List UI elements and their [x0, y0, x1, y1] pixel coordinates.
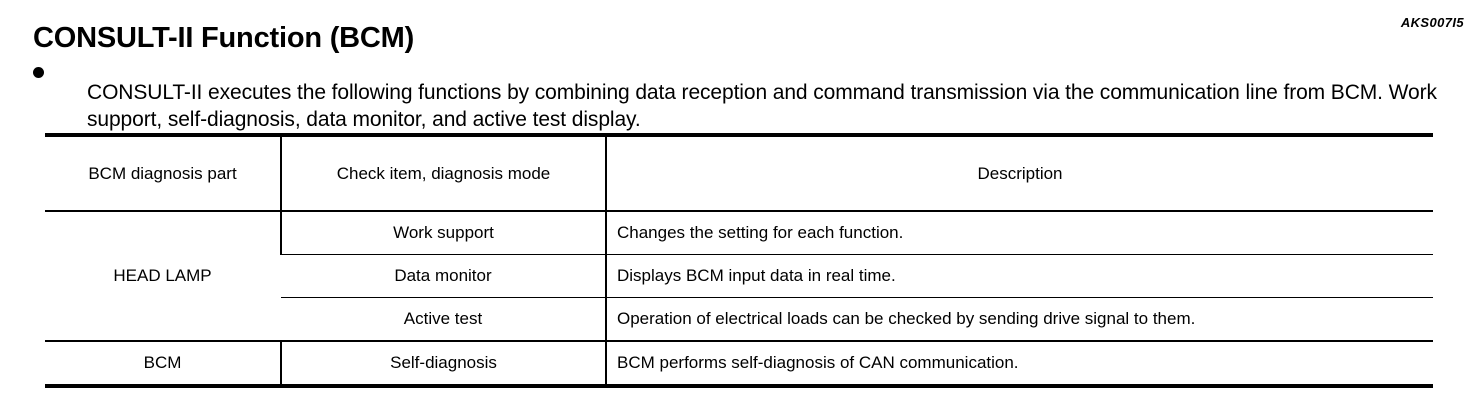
- cell-part-head-lamp: HEAD LAMP: [45, 210, 281, 341]
- intro-paragraph: CONSULT-II executes the following functi…: [87, 81, 1437, 131]
- table-row: BCM Self-diagnosis BCM performs self-dia…: [45, 340, 1433, 388]
- cell-description-data-monitor: Displays BCM input data in real time.: [605, 254, 1433, 298]
- cell-description-work-support: Changes the setting for each function.: [605, 210, 1433, 255]
- bullet-point-icon: [33, 67, 44, 78]
- cell-part-bcm: BCM: [45, 340, 281, 388]
- cell-description-active-test: Operation of electrical loads can be che…: [605, 297, 1433, 341]
- table-row: Data monitor Displays BCM input data in …: [45, 254, 1433, 298]
- column-header-description: Description: [605, 133, 1433, 212]
- column-header-bcm-diagnosis-part: BCM diagnosis part: [45, 133, 281, 212]
- intro-bullet-block: CONSULT-II executes the following functi…: [30, 58, 1450, 154]
- cell-description-self-diagnosis: BCM performs self-diagnosis of CAN commu…: [605, 340, 1433, 388]
- cell-mode-data-monitor: Data monitor: [281, 254, 606, 298]
- document-reference-code: AKS007I5: [1400, 15, 1464, 30]
- table-row: Active test Operation of electrical load…: [45, 297, 1433, 341]
- cell-mode-active-test: Active test: [281, 297, 606, 341]
- consult-function-table: BCM diagnosis part Check item, diagnosis…: [45, 133, 1433, 388]
- table-row: HEAD LAMP Work support Changes the setti…: [45, 210, 1433, 341]
- page-title: CONSULT-II Function (BCM): [33, 22, 415, 55]
- cell-mode-work-support: Work support: [280, 210, 606, 255]
- cell-mode-self-diagnosis: Self-diagnosis: [280, 340, 606, 388]
- table-header-row: BCM diagnosis part Check item, diagnosis…: [45, 133, 1433, 212]
- column-header-check-item-diagnosis-mode: Check item, diagnosis mode: [280, 133, 606, 212]
